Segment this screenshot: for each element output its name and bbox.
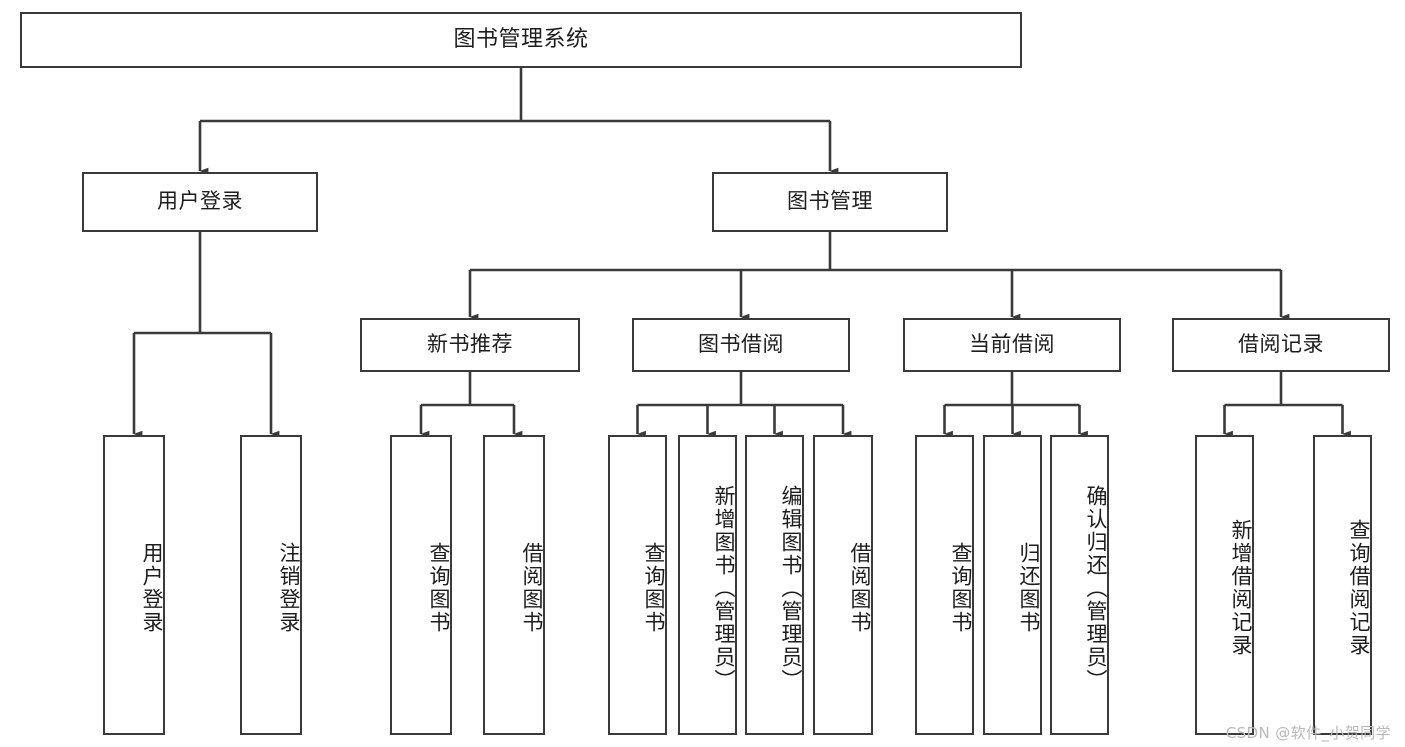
node-r1[interactable]: 新增借阅记录 xyxy=(1195,435,1254,735)
node-n1[interactable]: 查询图书 xyxy=(390,435,452,735)
node-b4[interactable]: 借阅图书 xyxy=(813,435,873,735)
node-l1[interactable]: 用户登录 xyxy=(103,435,165,735)
node-borrow[interactable]: 图书借阅 xyxy=(632,318,850,372)
node-label: 查询借阅记录 xyxy=(1347,519,1371,657)
node-bookmgmt[interactable]: 图书管理 xyxy=(712,172,948,232)
node-label: 新书推荐 xyxy=(427,332,513,357)
node-records[interactable]: 借阅记录 xyxy=(1172,318,1390,372)
node-label: 确认归还（管理员） xyxy=(1084,484,1108,692)
node-current[interactable]: 当前借阅 xyxy=(903,318,1121,372)
node-label: 注销登录 xyxy=(277,542,301,634)
node-label: 新增借阅记录 xyxy=(1229,519,1253,657)
node-b2[interactable]: 新增图书（管理员） xyxy=(678,435,737,735)
node-r2[interactable]: 查询借阅记录 xyxy=(1313,435,1372,735)
node-login[interactable]: 用户登录 xyxy=(82,172,318,232)
watermark-text: CSDN @软件_小贺同学 xyxy=(1225,724,1391,742)
node-c2[interactable]: 归还图书 xyxy=(983,435,1042,735)
node-newbook[interactable]: 新书推荐 xyxy=(360,318,580,372)
node-label: 新增图书（管理员） xyxy=(712,484,736,692)
node-label: 借阅图书 xyxy=(848,542,872,634)
node-c3[interactable]: 确认归还（管理员） xyxy=(1050,435,1109,735)
node-label: 用户登录 xyxy=(140,542,164,634)
node-label: 归还图书 xyxy=(1017,542,1041,634)
node-l2[interactable]: 注销登录 xyxy=(240,435,302,735)
node-label: 用户登录 xyxy=(157,189,243,214)
node-label: 图书管理 xyxy=(787,189,873,214)
node-root[interactable]: 图书管理系统 xyxy=(20,12,1022,68)
node-label: 编辑图书（管理员） xyxy=(779,484,803,692)
node-label: 图书管理系统 xyxy=(453,26,589,52)
node-b1[interactable]: 查询图书 xyxy=(608,435,667,735)
node-c1[interactable]: 查询图书 xyxy=(915,435,974,735)
node-b3[interactable]: 编辑图书（管理员） xyxy=(745,435,804,735)
node-label: 查询图书 xyxy=(949,542,973,634)
node-label: 图书借阅 xyxy=(698,332,784,357)
node-label: 借阅图书 xyxy=(520,542,544,634)
node-label: 当前借阅 xyxy=(969,332,1055,357)
node-label: 查询图书 xyxy=(642,542,666,634)
node-label: 借阅记录 xyxy=(1238,332,1324,357)
node-label: 查询图书 xyxy=(427,542,451,634)
node-n2[interactable]: 借阅图书 xyxy=(483,435,545,735)
